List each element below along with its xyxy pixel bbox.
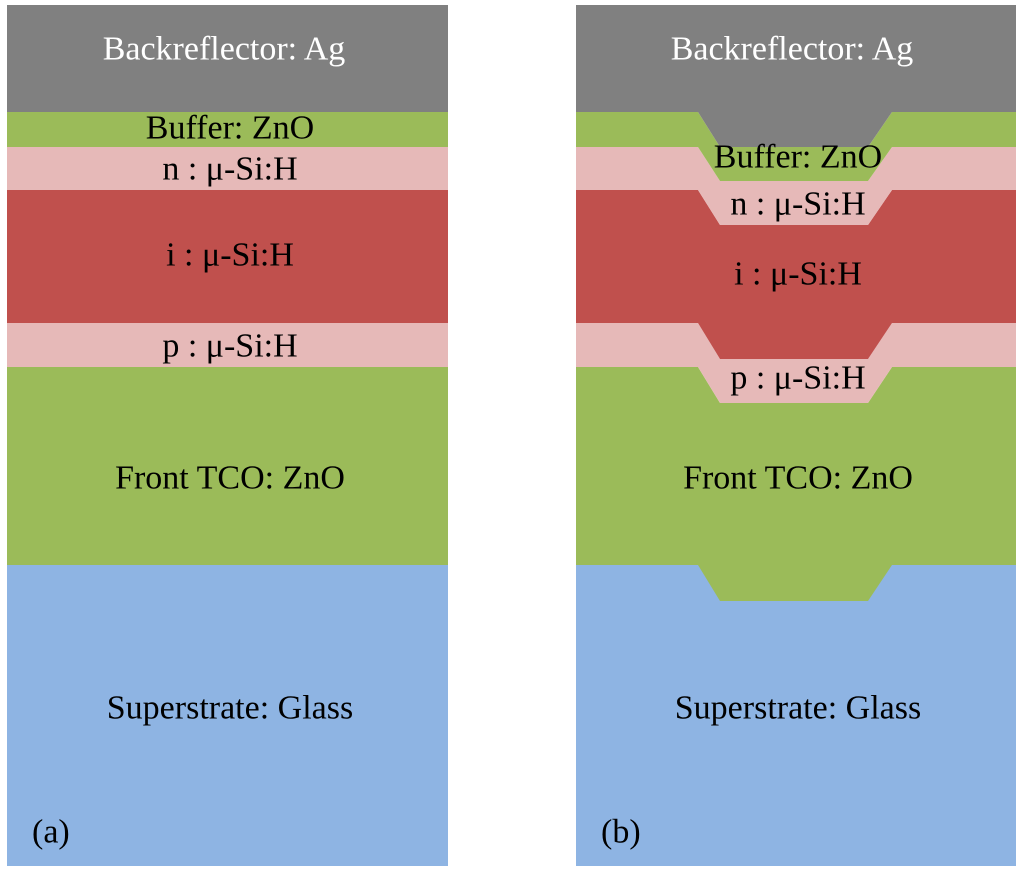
panel-b-i-layer [576,190,1016,359]
panel-b-n-layer-label: n : μ-Si:H [730,186,865,223]
panel-b-buffer-layer [576,112,1016,181]
panel-a-buffer-label: Buffer: ZnO [146,110,314,147]
panel-a-p-layer-label: p : μ-Si:H [162,328,297,365]
panel-a-backreflector-label: Backreflector: Ag [103,31,346,68]
panel-b-buffer-label: Buffer: ZnO [714,139,882,176]
panel-a-n-layer [7,147,448,190]
panel-a-superstrate-layer [7,565,448,866]
panel-a-buffer-layer [7,112,448,147]
panel-b-backreflector-label: Backreflector: Ag [671,31,914,68]
panel-a-front-tco-label: Front TCO: ZnO [115,460,345,497]
panel-a-tag: (a) [32,814,70,851]
panel-b-superstrate-label: Superstrate: Glass [675,690,921,727]
panel-b-p-layer-label: p : μ-Si:H [730,360,865,397]
panel-b: Backreflector: Ag Buffer: ZnO n : μ-Si:H… [576,5,1016,866]
panel-b-p-layer [576,323,1016,403]
panel-a-n-layer-label: n : μ-Si:H [162,151,297,188]
panel-a-p-layer [7,323,448,367]
panel-a: Backreflector: Ag Buffer: ZnO n : μ-Si:H… [7,5,448,866]
panel-a-superstrate-label: Superstrate: Glass [107,690,353,727]
panel-a-front-tco-layer [7,367,448,565]
panel-a-backreflector-layer [7,5,448,112]
panel-b-backreflector-layer [576,5,1016,147]
panel-a-i-layer-label: i : μ-Si:H [166,237,294,274]
panel-b-front-tco-label: Front TCO: ZnO [683,460,913,497]
panel-b-i-layer-label: i : μ-Si:H [734,256,862,293]
panel-b-tag: (b) [601,814,641,851]
panel-b-front-tco-layer [576,367,1016,601]
panel-b-superstrate-layer [576,565,1016,866]
panel-a-i-layer [7,190,448,323]
panel-b-n-layer [576,147,1016,225]
